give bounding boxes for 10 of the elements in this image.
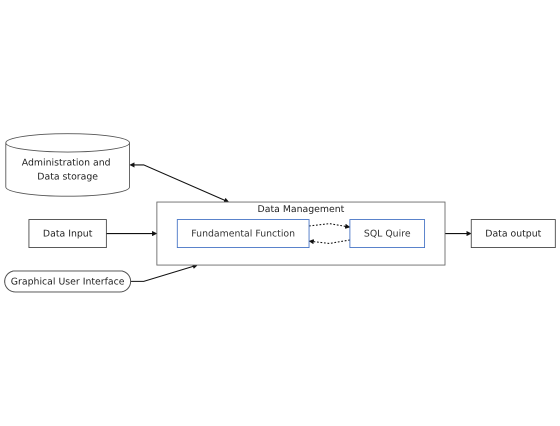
node-box: SQL Quire xyxy=(349,219,426,248)
node-box: Data Input xyxy=(28,219,107,248)
arrow xyxy=(130,162,229,203)
arrow xyxy=(308,239,350,244)
node-box: Data output xyxy=(470,219,556,248)
node-box: Fundamental Function xyxy=(176,219,310,248)
arrow xyxy=(130,264,198,282)
arrow xyxy=(445,231,472,236)
arrow xyxy=(106,231,158,236)
arrow xyxy=(309,223,350,230)
